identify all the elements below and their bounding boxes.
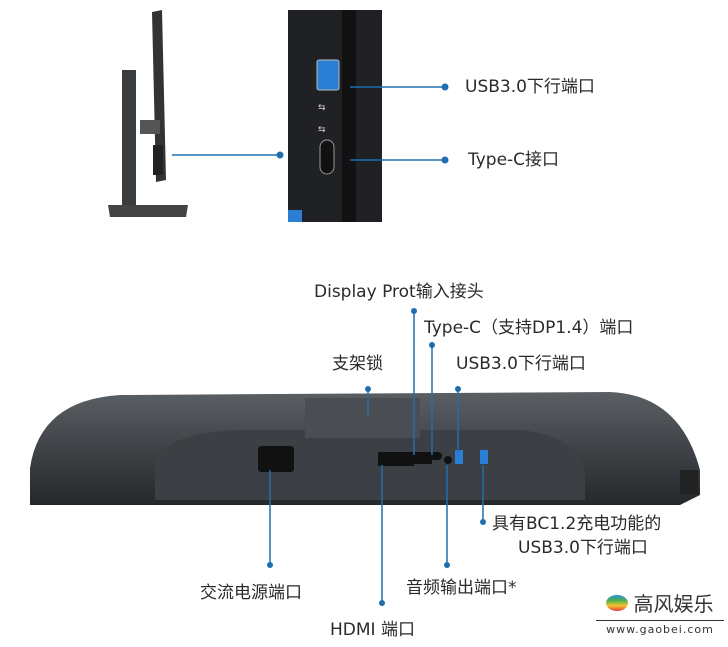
dp-label: Display Prot输入接头 [314, 282, 484, 302]
audio-port [444, 456, 452, 464]
bc-label-line1: 具有BC1.2充电功能的 [492, 514, 662, 534]
stand-lock-label: 支架锁 [332, 354, 383, 374]
typec-dp-label: Type-C（支持DP1.4）端口 [424, 318, 634, 338]
hdmi-port [378, 452, 414, 466]
usb-port-2 [480, 450, 488, 464]
callout-dot [276, 151, 284, 159]
ac-label: 交流电源端口 [200, 583, 302, 603]
side-view-monitor [108, 10, 188, 217]
svg-text:⇆: ⇆ [318, 103, 326, 113]
svg-text:⇆: ⇆ [318, 125, 326, 135]
watermark-brand: 高风娱乐 [633, 592, 714, 616]
audio-label: 音频输出端口* [406, 578, 517, 598]
back-view-monitor [30, 392, 700, 505]
hdmi-label: HDMI 端口 [330, 620, 415, 640]
logo-icon [606, 594, 629, 611]
usb-port-1 [455, 450, 463, 464]
top-usb-label: USB3.0下行端口 [465, 77, 595, 97]
typec-port [430, 452, 442, 460]
bc-label-line2: USB3.0下行端口 [518, 538, 648, 558]
watermark: 高风娱乐 www.gaobei.com [596, 588, 724, 636]
usb-label: USB3.0下行端口 [456, 354, 586, 374]
dp-port [410, 452, 432, 464]
watermark-url: www.gaobei.com [596, 620, 724, 636]
top-typec-label: Type-C接口 [468, 150, 560, 170]
ac-port [258, 446, 294, 472]
port-closeup: ⇆ ⇆ [288, 10, 382, 222]
